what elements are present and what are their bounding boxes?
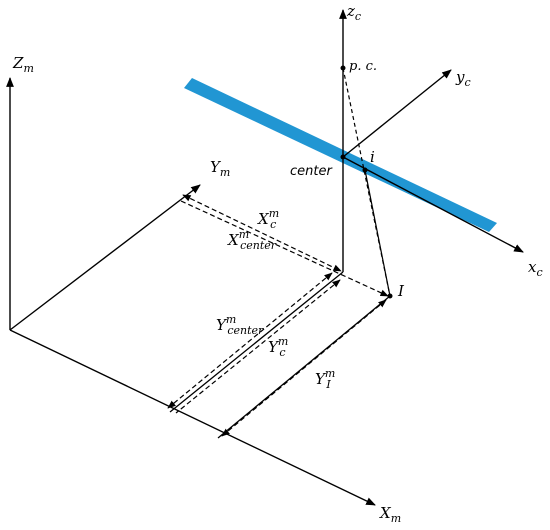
center-ym-line	[169, 271, 344, 413]
sensor-strip	[184, 78, 497, 232]
projection-ray	[342, 67, 391, 297]
ym-label: Ym	[210, 158, 230, 179]
pc-label: p. c.	[349, 59, 377, 74]
xcm-dim-line	[182, 194, 342, 272]
pc-point	[340, 65, 346, 71]
yc-label: yc	[455, 68, 471, 89]
center-point	[340, 154, 346, 160]
zm-label: Zm	[12, 54, 34, 75]
xc-label: xc	[528, 258, 543, 279]
xm-axis	[9, 329, 376, 506]
ycenterm-dim-line	[167, 272, 333, 409]
center-label: center	[290, 164, 333, 179]
i-point	[362, 167, 368, 173]
I-label: I	[397, 282, 405, 300]
xcenterm-dim-line	[180, 200, 389, 297]
image-vertical	[364, 169, 391, 297]
yc-axis	[342, 69, 452, 158]
xc-axis	[342, 156, 524, 253]
ycm-dim-line	[175, 279, 341, 414]
ym-axis	[9, 184, 201, 331]
yim-dim-line	[221, 299, 387, 437]
i-label: i	[370, 148, 375, 166]
xm-label: Xm	[379, 504, 401, 525]
zc-label: zc	[346, 2, 361, 23]
